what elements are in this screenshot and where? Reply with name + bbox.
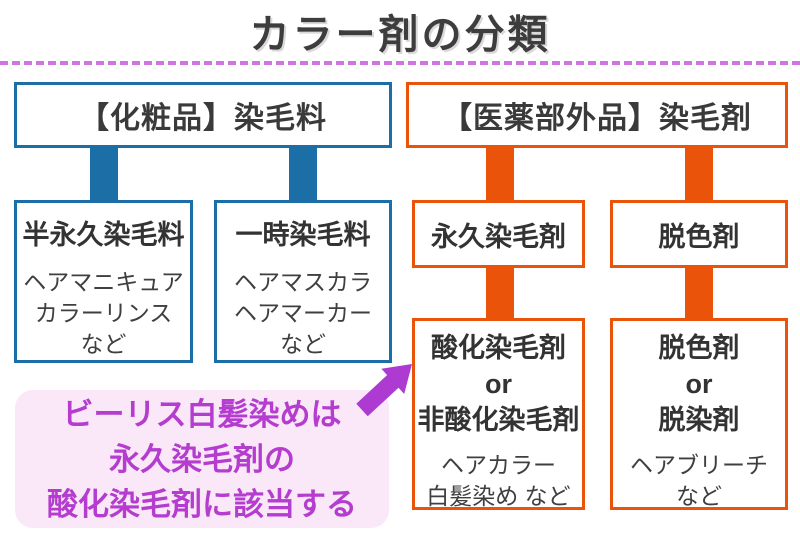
box-examples: ヘアブリーチ など — [630, 450, 768, 512]
box-temporary-dye: 一時染毛料 ヘアマスカラ ヘアマーカー など — [214, 200, 392, 363]
box-examples: ヘアマニキュア カラーリンス など — [23, 267, 184, 360]
callout-line: 酸化染毛剤に該当する — [47, 487, 357, 522]
box-title-lines: 酸化染毛剤 or 非酸化染毛剤 — [418, 330, 580, 438]
title-line: or — [485, 369, 512, 399]
box-examples: ヘアカラー 白髪染め など — [426, 450, 570, 512]
box-bleach: 脱色剤 — [610, 200, 788, 268]
callout-note: ビーリス白髪染めは 永久染毛剤の 酸化染毛剤に該当する — [15, 390, 389, 528]
box-permanent-dye: 永久染毛剤 — [412, 200, 585, 268]
box-examples: ヘアマスカラ ヘアマーカー など — [234, 267, 372, 360]
connector-bleach-down — [685, 266, 713, 322]
example-line: ヘアブリーチ — [630, 452, 768, 478]
example-line: ヘアカラー — [440, 452, 556, 478]
box-oxidative-dye: 酸化染毛剤 or 非酸化染毛剤 ヘアカラー 白髪染め など — [412, 318, 585, 510]
example-line: など — [80, 331, 127, 357]
callout-line: 永久染毛剤の — [109, 442, 295, 477]
header-cosmetics: 【化粧品】染毛料 — [14, 82, 392, 148]
example-line: ヘアマーカー — [234, 300, 372, 326]
example-line: 白髪染め など — [426, 483, 571, 509]
box-bleach-or-decolorant: 脱色剤 or 脱染剤 ヘアブリーチ など — [610, 318, 788, 510]
title-line: 酸化染毛剤 — [431, 333, 566, 363]
box-title: 半永久染毛料 — [22, 220, 185, 250]
example-line: など — [676, 483, 722, 509]
connector-cosmetics-left — [90, 146, 118, 204]
box-title-lines: 脱色剤 or 脱染剤 — [659, 330, 740, 438]
example-line: ヘアマスカラ — [234, 269, 372, 295]
box-title: 一時染毛料 — [235, 220, 371, 250]
title-line: 脱染剤 — [658, 405, 740, 435]
connector-quasi-right — [685, 146, 713, 204]
connector-cosmetics-right — [289, 146, 317, 204]
example-line: カラーリンス — [34, 300, 173, 326]
callout-line: ビーリス白髪染めは — [62, 397, 342, 432]
title-line: 非酸化染毛剤 — [417, 405, 580, 435]
box-semi-permanent-dye: 半永久染毛料 ヘアマニキュア カラーリンス など — [14, 200, 193, 363]
title-line: 脱色剤 — [658, 333, 740, 363]
example-line: など — [280, 331, 326, 357]
callout-arrow-icon — [356, 364, 412, 417]
header-quasi-drug: 【医薬部外品】染毛剤 — [406, 82, 788, 148]
connector-quasi-left — [486, 146, 514, 204]
title-line: or — [685, 369, 713, 399]
title-divider — [0, 61, 800, 65]
connector-permanent-down — [486, 266, 514, 322]
example-line: ヘアマニキュア — [23, 269, 184, 295]
page-title: カラー剤の分類 — [249, 13, 551, 57]
